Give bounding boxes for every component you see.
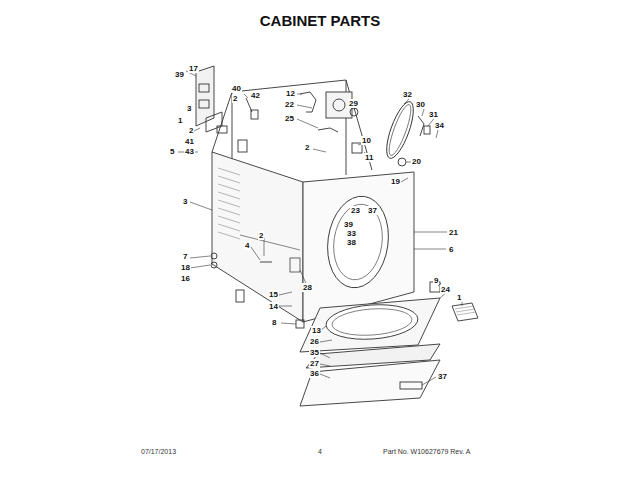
callout-number: 3 [182,197,188,206]
callout-number: 20 [411,157,422,166]
callout-number: 32 [402,90,413,99]
callout-number: 30 [415,100,426,109]
callout-number: 14 [268,302,279,311]
callout-number: 8 [271,318,277,327]
callout-number: 27 [309,359,320,368]
callout-number: 21 [448,228,459,237]
callout-number: 37 [367,206,378,215]
callout-number: 34 [434,121,445,130]
callout-number: 28 [302,283,313,292]
callout-number: 10 [361,136,372,145]
callout-number: 17 [188,64,199,73]
callout-number: 1 [456,293,462,302]
callout-number: 38 [346,238,357,247]
callout-number: 9 [433,276,439,285]
callout-number: 6 [448,245,454,254]
callout-number: 2 [304,143,310,152]
callout-number: 39 [174,70,185,79]
callout-number: 40 [231,84,242,93]
footer-text: 4 [317,447,323,456]
callout-number: 43 [184,147,195,156]
callout-number: 26 [309,337,320,346]
callout-number: 37 [437,372,448,381]
callout-number: 5 [169,147,175,156]
callout-number: 2 [232,94,238,103]
callout-number: 33 [346,229,357,238]
callout-number: 19 [390,177,401,186]
callout-number: 31 [428,110,439,119]
callout-number: 23 [350,206,361,215]
callout-number: 22 [284,100,295,109]
callout-number: 42 [250,91,261,100]
page-title: CABINET PARTS [0,12,640,29]
callout-number: 16 [180,274,191,283]
callout-number: 18 [180,263,191,272]
callout-number: 3 [186,104,192,113]
callout-number: 11 [364,153,374,162]
callout-number: 35 [309,348,320,357]
callout-number: 39 [343,220,354,229]
footer-text: 07/17/2013 [140,447,177,456]
callout-number: 29 [348,99,359,108]
footer-text: Part No. W10627679 Rev. A [382,447,471,456]
callout-number: 2 [188,126,194,135]
callout-number: 36 [309,369,320,378]
callout-number: 2 [258,231,264,240]
callout-number: 1 [177,116,183,125]
callout-number: 25 [284,114,295,123]
callout-number: 4 [244,241,250,250]
callout-number: 24 [440,285,451,294]
callout-number: 12 [285,89,296,98]
callout-number: 15 [268,290,279,299]
callout-number: 13 [311,326,322,335]
callout-number: 41 [184,137,195,146]
callout-number: 7 [182,252,188,261]
